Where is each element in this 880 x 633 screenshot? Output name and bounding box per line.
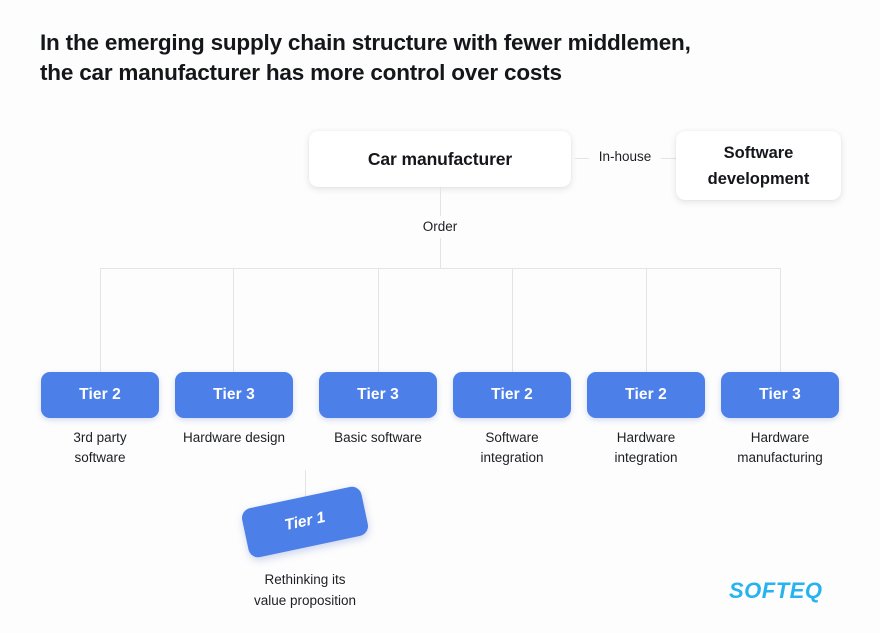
connector-inhouse-label: In-house — [598, 149, 652, 164]
node-tier-box-3[interactable]: Tier 3 — [319, 372, 437, 418]
node-tier-caption-5: Hardware integration — [576, 428, 716, 468]
node-tier-caption-3-line-1: Basic software — [334, 430, 422, 445]
node-tier-caption-4: Software integration — [442, 428, 582, 468]
connector-inhouse-left-segment — [575, 158, 589, 159]
node-tier-box-2-label: Tier 3 — [213, 386, 255, 403]
node-tier-caption-1: 3rd party software — [30, 428, 170, 468]
page-title-line-1: In the emerging supply chain structure w… — [40, 30, 691, 55]
connector-order-upper-segment — [440, 187, 441, 216]
connector-bus-line — [100, 268, 781, 269]
connector-drop-line-2 — [233, 268, 234, 376]
connector-drop-line-3 — [378, 268, 379, 376]
node-car-manufacturer[interactable]: Car manufacturer — [309, 131, 571, 187]
node-tier-caption-5-line-1: Hardware — [616, 430, 676, 445]
node-software-development-label-line-1: Software — [723, 143, 794, 162]
page-title: In the emerging supply chain structure w… — [40, 28, 830, 88]
node-tier1-caption-line-2: value proposition — [253, 593, 357, 608]
node-tier-caption-1-line-2: software — [74, 450, 126, 465]
node-tier-box-6-label: Tier 3 — [759, 386, 801, 403]
node-car-manufacturer-label: Car manufacturer — [367, 148, 513, 169]
node-tier-caption-5-line-2: integration — [614, 450, 678, 465]
connector-drop-line-5 — [646, 268, 647, 376]
node-tier-caption-3: Basic software — [308, 428, 448, 448]
node-tier-caption-2-line-1: Hardware design — [182, 430, 286, 445]
node-tier-box-1[interactable]: Tier 2 — [41, 372, 159, 418]
node-tier-caption-4-line-1: Software — [485, 430, 539, 445]
node-tier-caption-6-line-1: Hardware — [750, 430, 810, 445]
page-title-line-2: the car manufacturer has more control ov… — [40, 60, 562, 85]
node-tier-box-4[interactable]: Tier 2 — [453, 372, 571, 418]
node-tier-box-3-label: Tier 3 — [357, 386, 399, 403]
connector-order-label: Order — [422, 219, 458, 234]
connector-drop-line-1 — [100, 268, 101, 376]
connector-order-lower-segment — [440, 238, 441, 268]
node-tier1-caption-line-1: Rethinking its — [264, 572, 346, 587]
node-tier-box-6[interactable]: Tier 3 — [721, 372, 839, 418]
node-software-development[interactable]: Software development — [676, 131, 841, 200]
node-tier-box-1-label: Tier 2 — [79, 386, 121, 403]
softeq-logo: SOFTEQ — [729, 578, 823, 603]
node-software-development-label-line-2: development — [707, 169, 810, 188]
node-tier1-box-label: Tier 1 — [283, 508, 327, 535]
node-tier-box-5-label: Tier 2 — [625, 386, 667, 403]
node-tier-caption-4-line-2: integration — [480, 450, 544, 465]
node-tier-box-2[interactable]: Tier 3 — [175, 372, 293, 418]
node-tier-caption-6: Hardware manufacturing — [710, 428, 850, 468]
node-tier-box-5[interactable]: Tier 2 — [587, 372, 705, 418]
node-tier1-caption: Rethinking its value proposition — [235, 569, 375, 611]
node-tier1-box[interactable]: Tier 1 — [240, 484, 370, 560]
node-tier-caption-2: Hardware design — [164, 428, 304, 448]
node-tier-caption-6-line-2: manufacturing — [737, 450, 823, 465]
connector-drop-line-6 — [780, 268, 781, 376]
node-tier-caption-1-line-1: 3rd party — [73, 430, 127, 445]
node-tier-box-4-label: Tier 2 — [491, 386, 533, 403]
connector-inhouse-right-segment — [661, 158, 676, 159]
connector-drop-line-4 — [512, 268, 513, 376]
